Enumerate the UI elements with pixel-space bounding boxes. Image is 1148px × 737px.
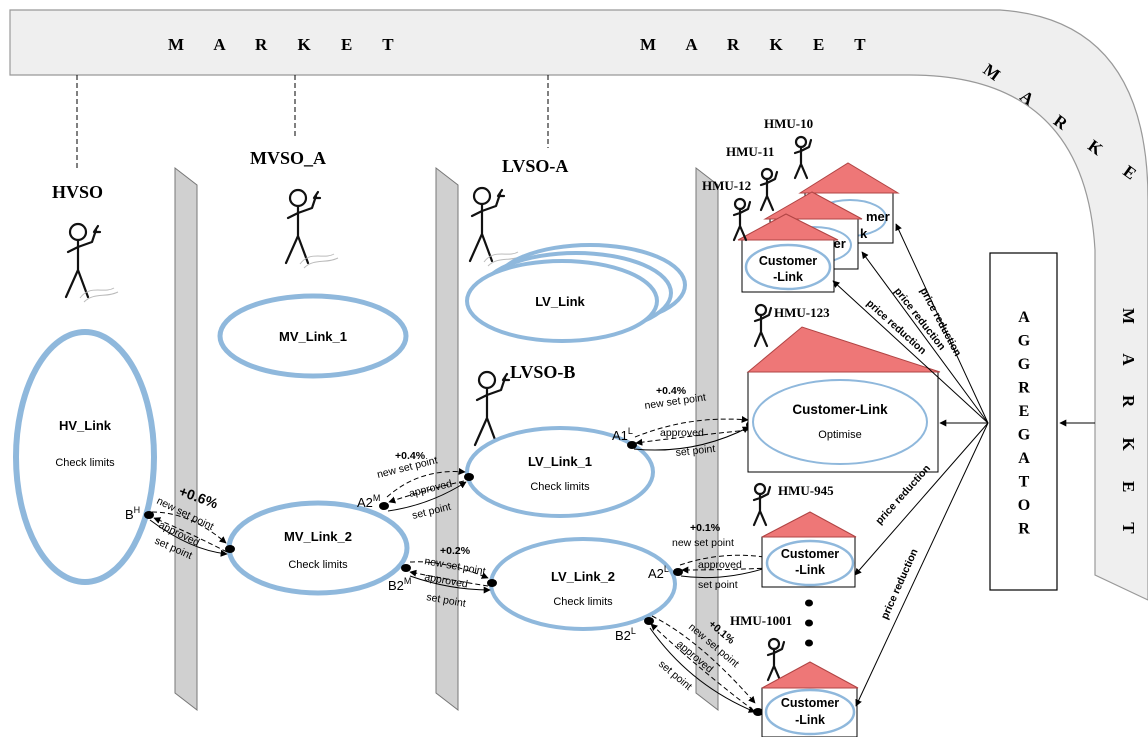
- svg-text:-Link: -Link: [795, 563, 825, 577]
- hv-link-sub: Check limits: [55, 457, 115, 469]
- pct-mv-b: +0.2%: [440, 545, 471, 557]
- lv-link-stack: LV_Link: [465, 243, 687, 343]
- point-a2l: A2L: [648, 564, 669, 581]
- hmu945-label: HMU-945: [778, 483, 834, 498]
- point-b2l: B2L: [615, 626, 636, 643]
- lv-link-2-label: LV_Link_2: [551, 569, 615, 584]
- point-a2m: A2M: [357, 493, 380, 510]
- market-label-2: M A R K E T: [640, 35, 879, 54]
- lv-link-2: LV_Link_2 Check limits: [489, 537, 677, 631]
- customer-link-main-sub: Optimise: [818, 429, 861, 441]
- hmu123-label: HMU-123: [774, 305, 830, 320]
- market-label-1: M A R K E T: [168, 35, 407, 54]
- price-reduction-5: price reduction: [879, 547, 921, 621]
- hv-link: HV_Link Check limits: [13, 329, 157, 585]
- svg-text:-Link: -Link: [795, 713, 825, 727]
- pct-mv: +0.4%: [395, 450, 426, 462]
- mv-link-1: MV_Link_1: [217, 293, 409, 379]
- pct-lv2a: +0.1%: [690, 522, 721, 534]
- hmu10-figure-icon: [793, 135, 813, 180]
- mvso-a-operator: MVSO_A: [250, 148, 340, 270]
- lvso-b-label: LVSO-B: [510, 362, 575, 382]
- hmu1001-figure-icon: [766, 637, 786, 682]
- aggregator-letter: R: [1018, 380, 1030, 397]
- aggregator-letter: G: [1018, 333, 1031, 350]
- house-hmu12: Customer -Link: [737, 213, 839, 293]
- house-cluster-top: mer k mer Customer -Link HMU-10 HMU-11 H…: [702, 116, 900, 293]
- flow-lv2-hmu945: +0.1% new set point approved set point: [672, 522, 773, 591]
- house-hmu945: HMU-945 Customer -Link: [752, 482, 857, 588]
- mv-link-2-sub: Check limits: [288, 559, 348, 571]
- lvso-a-operator: LVSO-A: [468, 156, 568, 268]
- house-hmu123: HMU-123 Customer-Link Optimise: [746, 303, 941, 473]
- customer-link-main-label: Customer-Link: [792, 402, 888, 417]
- svg-text:approved: approved: [660, 427, 704, 439]
- mvso-a-figure-icon: [284, 188, 340, 270]
- hmu123-figure-icon: [753, 303, 773, 348]
- aggregator-letter: O: [1018, 497, 1030, 514]
- more-units-dots: [805, 599, 813, 647]
- hmu10-label: HMU-10: [764, 116, 813, 131]
- lv-link-label: LV_Link: [535, 294, 585, 309]
- mv-link-2-label: MV_Link_2: [284, 529, 352, 544]
- mvso-a-label: MVSO_A: [250, 148, 326, 168]
- point-b2m: B2M: [388, 576, 411, 593]
- boundary-walls: [174, 166, 719, 712]
- point-bh: BH: [125, 505, 140, 522]
- svg-text:k: k: [860, 226, 868, 241]
- svg-text:Customer: Customer: [781, 696, 839, 710]
- svg-text:new set point: new set point: [672, 537, 734, 549]
- hvso-figure-icon: [64, 222, 120, 304]
- lv-link-1-sub: Check limits: [530, 481, 590, 493]
- aggregator-letter: R: [1018, 521, 1030, 538]
- hmu12-label: HMU-12: [702, 178, 751, 193]
- lv-link-1-label: LV_Link_1: [528, 454, 592, 469]
- point-a1l: A1L: [612, 426, 633, 443]
- market-connectors: [76, 75, 549, 170]
- house-hmu1001: HMU-1001 Customer -Link: [730, 613, 859, 737]
- svg-text:Customer: Customer: [781, 547, 839, 561]
- lv-link-2-sub: Check limits: [553, 596, 613, 608]
- hmu945-figure-icon: [752, 482, 772, 527]
- hmu11-label: HMU-11: [726, 144, 774, 159]
- hvso-label: HVSO: [52, 182, 103, 202]
- aggregator-letter: T: [1019, 474, 1030, 491]
- mv-link-1-label: MV_Link_1: [279, 329, 347, 344]
- svg-text:set point: set point: [675, 443, 716, 459]
- mv-link-2: MV_Link_2 Check limits: [226, 500, 410, 596]
- aggregator-letter: A: [1018, 309, 1030, 326]
- lvso-a-label: LVSO-A: [502, 156, 568, 176]
- lv-link-1: LV_Link_1 Check limits: [465, 426, 655, 518]
- aggregator-letter: A: [1018, 450, 1030, 467]
- aggregator-letter: E: [1019, 403, 1030, 420]
- svg-text:approved: approved: [698, 559, 742, 571]
- svg-text:mer: mer: [866, 209, 890, 224]
- hmu1001-label: HMU-1001: [730, 613, 792, 628]
- pct-lv1: +0.4%: [656, 385, 687, 397]
- svg-text:set point: set point: [698, 579, 738, 591]
- hvso-operator: HVSO: [52, 182, 120, 304]
- svg-text:set point: set point: [656, 658, 694, 693]
- flow-lv1-customer: +0.4% new set point approved set point: [633, 385, 750, 459]
- hv-link-label: HV_Link: [59, 418, 112, 433]
- aggregator-letter: G: [1018, 427, 1031, 444]
- market-label-4: M A R K E T: [1119, 308, 1138, 547]
- svg-text:-Link: -Link: [773, 270, 803, 284]
- point-labels: BH A2M B2M A1L A2L B2L: [125, 426, 669, 643]
- flow-mv-lv2: +0.2% new set point approved set point: [409, 545, 491, 610]
- hmu11-figure-icon: [759, 167, 779, 212]
- lvso-a-figure-icon: [468, 186, 524, 268]
- lvso-b-operator: LVSO-B: [473, 362, 575, 452]
- hmu12-figure-icon: [732, 197, 752, 242]
- aggregator-letter: G: [1018, 356, 1031, 373]
- svg-text:Customer: Customer: [759, 254, 817, 268]
